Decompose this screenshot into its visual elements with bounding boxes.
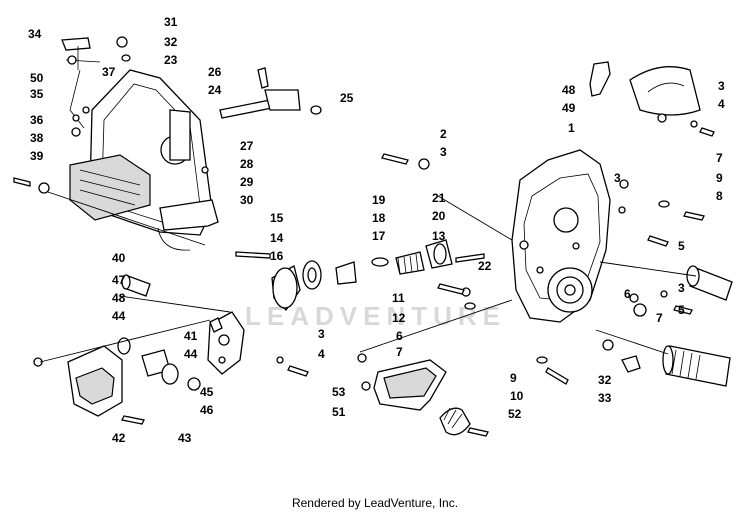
caliper-assembly — [33, 274, 309, 425]
callout-45: 45 — [200, 385, 214, 399]
callout-47: 47 — [112, 273, 126, 287]
callout-28: 28 — [240, 157, 254, 171]
callout-34: 34 — [28, 27, 42, 41]
lower-bracket — [361, 359, 489, 437]
callout-26: 26 — [208, 65, 222, 79]
callout-35: 35 — [30, 87, 44, 101]
callout-4: 4 — [718, 97, 725, 111]
callout-50: 50 — [30, 71, 44, 85]
callout-20: 20 — [432, 209, 446, 223]
callout-12: 12 — [392, 311, 406, 325]
callout-44: 44 — [112, 309, 126, 323]
pump-impeller-stack — [235, 239, 485, 312]
callout-40: 40 — [112, 251, 126, 265]
callout-41: 41 — [184, 329, 198, 343]
callout-46: 46 — [200, 403, 214, 417]
callout-36: 36 — [30, 113, 44, 127]
callout-7: 7 — [716, 151, 723, 165]
drive-housing — [511, 149, 611, 323]
callout-4: 4 — [318, 347, 325, 361]
callout-38: 38 — [30, 131, 44, 145]
callout-18: 18 — [372, 211, 386, 225]
callout-32: 32 — [598, 373, 612, 387]
callout-15: 15 — [270, 211, 284, 225]
callout-6: 6 — [396, 329, 403, 343]
callout-3: 3 — [440, 145, 447, 159]
clutch-bracket-top-right — [589, 61, 715, 137]
bolt-washer-set-left — [13, 36, 131, 194]
callout-9: 9 — [510, 371, 517, 385]
footer-credit: Rendered by LeadVenture, Inc. — [291, 496, 459, 510]
callout-3: 3 — [318, 327, 325, 341]
callout-17: 17 — [372, 229, 386, 243]
callout-3: 3 — [718, 79, 725, 93]
callout-7: 7 — [396, 345, 403, 359]
callout-27: 27 — [240, 139, 254, 153]
callout-48: 48 — [562, 83, 576, 97]
callout-9: 9 — [716, 171, 723, 185]
callout-32: 32 — [164, 35, 178, 49]
callout-19: 19 — [372, 193, 386, 207]
callout-24: 24 — [208, 83, 222, 97]
callout-37: 37 — [102, 65, 116, 79]
callout-48: 48 — [112, 291, 126, 305]
callout-25: 25 — [340, 91, 354, 105]
callout-31: 31 — [164, 15, 178, 29]
small-hardware-center — [357, 153, 705, 385]
callout-16: 16 — [270, 249, 284, 263]
callout-2: 2 — [440, 127, 447, 141]
callout-53: 53 — [332, 385, 346, 399]
callout-3: 3 — [678, 281, 685, 295]
callout-14: 14 — [270, 231, 284, 245]
callout-33: 33 — [598, 391, 612, 405]
callout-29: 29 — [240, 175, 254, 189]
shafts-right — [662, 265, 733, 387]
callout-21: 21 — [432, 191, 446, 205]
callout-7: 7 — [656, 311, 663, 325]
callout-51: 51 — [332, 405, 346, 419]
callout-42: 42 — [112, 431, 126, 445]
callout-52: 52 — [508, 407, 522, 421]
callout-44: 44 — [184, 347, 198, 361]
callout-30: 30 — [240, 193, 254, 207]
callout-3: 3 — [614, 171, 621, 185]
callout-22: 22 — [478, 259, 492, 273]
callout-49: 49 — [562, 101, 576, 115]
callout-8: 8 — [716, 189, 723, 203]
lever-assembly — [61, 37, 101, 129]
callout-10: 10 — [510, 389, 524, 403]
callout-43: 43 — [178, 431, 192, 445]
callout-11: 11 — [392, 291, 405, 305]
brake-shaft — [157, 67, 322, 251]
callout-13: 13 — [432, 229, 446, 243]
leader-lines-center — [359, 195, 697, 355]
callout-39: 39 — [30, 149, 44, 163]
callout-5: 5 — [678, 239, 685, 253]
callout-5: 5 — [678, 303, 685, 317]
callout-23: 23 — [164, 53, 178, 67]
callout-1: 1 — [568, 121, 575, 135]
callout-6: 6 — [624, 287, 631, 301]
